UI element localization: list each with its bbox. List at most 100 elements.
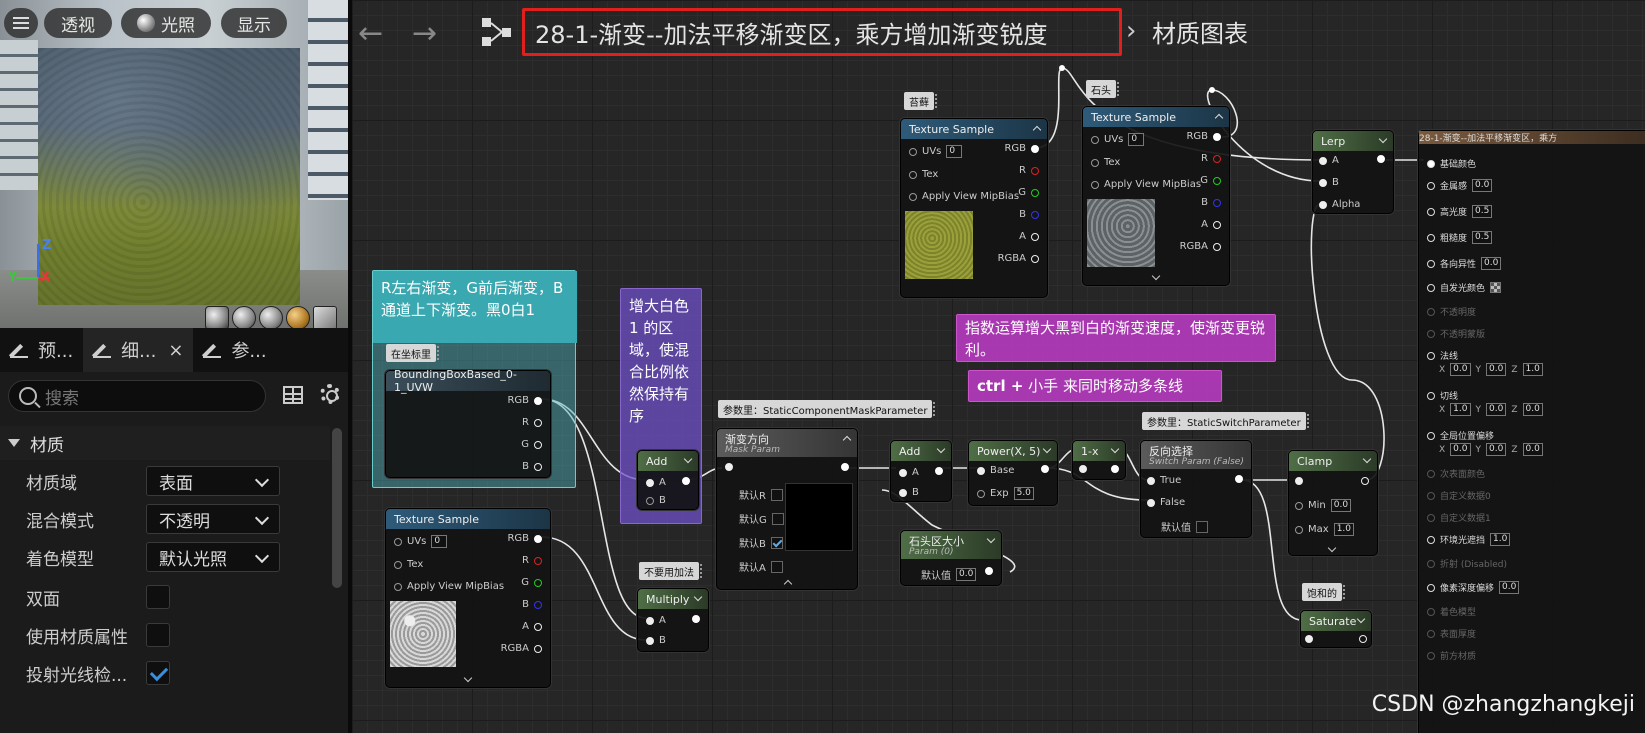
- pin-b[interactable]: B: [1319, 177, 1339, 188]
- pin-g[interactable]: G: [521, 439, 542, 450]
- pin-out[interactable]: [1041, 465, 1049, 473]
- pin-tex[interactable]: Tex: [394, 559, 423, 570]
- pin-out-g[interactable]: G: [521, 577, 542, 588]
- pin-value[interactable]: 0.5: [1472, 231, 1493, 244]
- table-view-icon[interactable]: [283, 386, 303, 404]
- pin-a[interactable]: A: [899, 467, 919, 478]
- tangent-x[interactable]: 1.0: [1450, 403, 1471, 416]
- pin-alpha[interactable]: Alpha: [1319, 199, 1360, 210]
- pin-subsurface-color[interactable]: 次表面颜色: [1427, 467, 1485, 480]
- pin-in[interactable]: [1079, 465, 1087, 473]
- material-graph[interactable]: ← → 28-1-渐变--加法平移渐变区，乘方增加渐变锐度 › 材质图表: [352, 0, 1645, 733]
- pin-out-r[interactable]: R: [1019, 165, 1039, 176]
- checker-swatch[interactable]: [1490, 282, 1502, 293]
- pin-out-rgba[interactable]: RGBA: [501, 643, 542, 654]
- pin-tangent[interactable]: 切线: [1427, 389, 1458, 402]
- comment-power-sharpness[interactable]: 指数运算增大黑到白的渐变速度，使渐变更锐利。: [956, 314, 1276, 362]
- wpo-z[interactable]: 0.0: [1522, 443, 1543, 456]
- sphere-icon[interactable]: [232, 306, 256, 330]
- pin-in[interactable]: [1295, 477, 1303, 485]
- pin-false[interactable]: False: [1147, 497, 1185, 508]
- pin-out-rgb[interactable]: RGB: [1004, 143, 1039, 154]
- pin-out[interactable]: [1359, 635, 1367, 643]
- pin-a[interactable]: A: [1319, 155, 1339, 166]
- custom-mesh-icon[interactable]: [313, 306, 337, 330]
- normal-y[interactable]: 0.0: [1486, 363, 1507, 376]
- pin-out[interactable]: [1235, 475, 1243, 483]
- pin-in[interactable]: [1305, 635, 1313, 643]
- tab-details[interactable]: 细...×: [83, 328, 194, 372]
- pin-out-b[interactable]: B: [1019, 209, 1039, 220]
- chevron-down-icon[interactable]: [1151, 271, 1161, 281]
- normal-z[interactable]: 1.0: [1522, 363, 1543, 376]
- tangent-z[interactable]: 0.0: [1522, 403, 1543, 416]
- pin-out[interactable]: [682, 477, 690, 485]
- pin-shading-model[interactable]: 着色模型: [1427, 605, 1476, 618]
- pin-opacity-mask[interactable]: 不透明蒙版: [1427, 327, 1485, 340]
- chevron-down-icon[interactable]: [683, 454, 693, 464]
- chevron-up-icon[interactable]: [1214, 113, 1224, 123]
- pin-a[interactable]: A: [646, 615, 666, 626]
- pin-tex[interactable]: Tex: [909, 169, 938, 180]
- default-value-input[interactable]: 0.0: [956, 568, 977, 581]
- uvs-value[interactable]: 0: [431, 535, 448, 548]
- pin-out-a[interactable]: A: [1019, 231, 1039, 242]
- material-domain-select[interactable]: 表面: [146, 466, 280, 496]
- pin-out[interactable]: [985, 567, 993, 575]
- node-one-minus[interactable]: 1-x: [1072, 440, 1126, 480]
- chevron-down-icon[interactable]: [1362, 454, 1372, 464]
- pin-out-a[interactable]: A: [1201, 219, 1221, 230]
- gear-icon[interactable]: [320, 384, 340, 404]
- tangent-y[interactable]: 0.0: [1486, 403, 1507, 416]
- default-b-checkbox[interactable]: [770, 536, 783, 549]
- chevron-down-icon[interactable]: [936, 444, 946, 454]
- chevron-down-icon[interactable]: [1356, 614, 1366, 624]
- details-scrollbar[interactable]: [332, 428, 342, 588]
- pin-refraction[interactable]: 折射 (Disabled): [1427, 557, 1507, 570]
- pin-value[interactable]: 0.0: [1499, 581, 1520, 594]
- pin-mipbias[interactable]: Apply View MipBias: [909, 191, 1019, 202]
- pin-b[interactable]: B: [522, 461, 542, 472]
- pin-mipbias[interactable]: Apply View MipBias: [394, 581, 504, 592]
- search-input[interactable]: 搜索: [8, 380, 266, 412]
- default-r-checkbox[interactable]: [770, 488, 783, 501]
- comment-ctrl-hint[interactable]: ctrl + 小手 来同时移动多条线: [968, 370, 1222, 402]
- pin-custom-data-1[interactable]: 自定义数据1: [1427, 511, 1491, 524]
- pin-out-a[interactable]: A: [522, 621, 542, 632]
- pin-mipbias[interactable]: Apply View MipBias: [1091, 179, 1201, 190]
- pin-out-b[interactable]: B: [522, 599, 542, 610]
- wpo-x[interactable]: 0.0: [1450, 443, 1471, 456]
- chevron-down-icon[interactable]: [693, 592, 703, 602]
- pin-opacity[interactable]: 不透明度: [1427, 305, 1476, 318]
- pin-r[interactable]: R: [522, 417, 542, 428]
- min-value[interactable]: 0.0: [1330, 499, 1352, 512]
- chevron-down-icon[interactable]: [1378, 134, 1388, 144]
- pin-surface-thickness[interactable]: 表面厚度: [1427, 627, 1476, 640]
- pin-out[interactable]: [935, 467, 943, 475]
- node-multiply[interactable]: Multiply A B: [637, 588, 709, 652]
- wpo-y[interactable]: 0.0: [1486, 443, 1507, 456]
- viewport-menu-button[interactable]: [4, 8, 38, 38]
- cast-ray-traced-checkbox[interactable]: [146, 661, 170, 685]
- pin-out-r[interactable]: R: [522, 555, 542, 566]
- pin-out-rgba[interactable]: RGBA: [998, 253, 1039, 264]
- pin-front-material[interactable]: 前方材质: [1427, 649, 1476, 662]
- pin-value[interactable]: 0.0: [1472, 179, 1493, 192]
- breadcrumb-material-graph[interactable]: 材质图表: [1152, 20, 1248, 48]
